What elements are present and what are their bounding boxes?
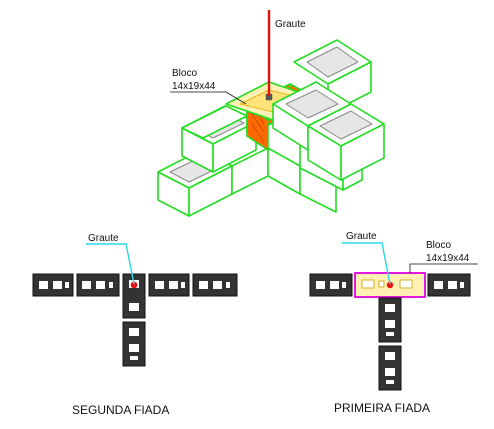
plan2-grout-dot: [130, 281, 138, 289]
plan2-block-1: [32, 273, 74, 297]
iso-block-right-front: [307, 103, 385, 181]
plan1-block-leader: [409, 263, 478, 273]
plan1-caption: PRIMEIRA FIADA: [334, 401, 430, 415]
plan1-stem-block-1: [378, 297, 402, 343]
plan1-block-left: [309, 273, 353, 297]
plan2-grout-leader: [86, 243, 135, 285]
iso-block-size: 14x19x44: [172, 81, 216, 92]
plan2-block-3: [148, 273, 190, 297]
isometric-view: [157, 39, 385, 217]
iso-block-label: Bloco: [172, 68, 197, 79]
plan1-grout-dot: [386, 281, 394, 289]
plan1-highlighted-block: [354, 272, 426, 298]
plan2-stem-block: [122, 321, 146, 367]
plan2-grout-label: Graute: [88, 233, 119, 244]
iso-block-leader: [170, 91, 247, 105]
iso-block-center-lower: [231, 147, 337, 213]
plan1-block-right: [427, 273, 471, 297]
plan2-block-2: [76, 273, 120, 297]
plan1-grout-leader: [342, 242, 391, 285]
plan2-block-4: [192, 273, 238, 297]
iso-block-back-right: [293, 39, 372, 115]
second-course-plan: [32, 243, 238, 367]
plan1-grout-label: Graute: [346, 231, 377, 242]
iso-grout-label: Graute: [275, 19, 306, 30]
plan2-caption: SEGUNDA FIADA: [72, 403, 169, 417]
plan1-block-label: Bloco: [426, 240, 451, 251]
iso-block-left-top: [181, 105, 248, 139]
plan1-stem-block-2: [378, 345, 402, 391]
first-course-plan: [309, 242, 478, 391]
plan1-block-size: 14x19x44: [426, 253, 470, 264]
